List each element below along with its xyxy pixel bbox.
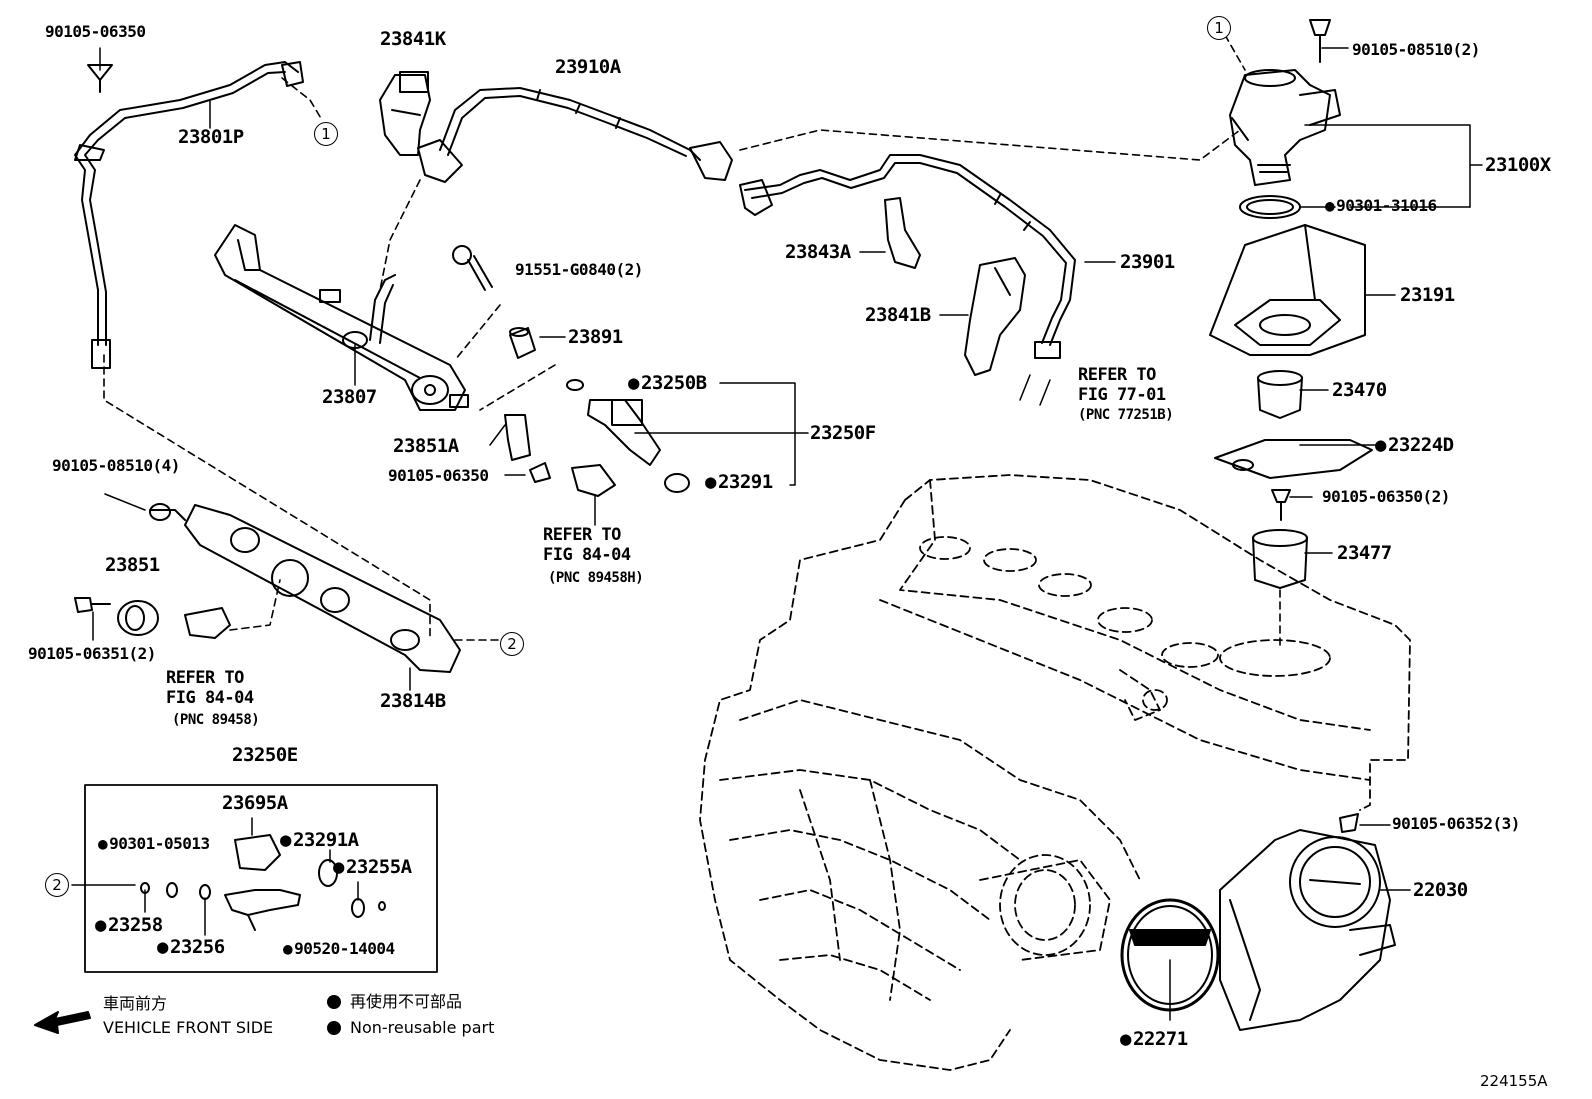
label-90105-06350-2: 90105-06350(2) bbox=[1322, 487, 1450, 506]
bracket-23851A bbox=[504, 414, 531, 461]
label-23100X: 23100X bbox=[1485, 154, 1551, 176]
label-23814B: 23814B bbox=[380, 690, 446, 712]
bolt-90105-08510-top bbox=[1309, 19, 1331, 63]
callout-2-b: 2 bbox=[45, 873, 69, 897]
callout-1-b: 1 bbox=[314, 122, 338, 146]
label-90105-06350-mid: 90105-06350 bbox=[388, 466, 489, 485]
label-90105-06351: 90105-06351(2) bbox=[28, 644, 156, 663]
refer-to-84-04-b-line2: FIG 84-04 bbox=[166, 688, 254, 708]
refer-to-77-01-line1: REFER TO bbox=[1078, 365, 1156, 385]
sleeve-23891 bbox=[509, 327, 536, 359]
refer-to-84-04-b-line1: REFER TO bbox=[166, 668, 244, 688]
vehicle-front-arrow bbox=[34, 1011, 91, 1034]
label-23851A: 23851A bbox=[393, 435, 459, 457]
wire-harness-23910A bbox=[417, 87, 733, 183]
label-90105-06350-top: 90105-06350 bbox=[45, 22, 146, 41]
label-23224D: 23224D bbox=[1375, 436, 1454, 455]
label-90301-05013: 90301-05013 bbox=[98, 836, 210, 852]
refer-to-84-04-a-pnc: (PNC 89458H) bbox=[548, 570, 644, 586]
bracket-23191 bbox=[1209, 224, 1366, 356]
label-23841B: 23841B bbox=[865, 304, 931, 326]
label-23250B: 23250B bbox=[628, 374, 707, 393]
label-90105-08510-4: 90105-08510(4) bbox=[52, 456, 180, 475]
engine-outline bbox=[699, 474, 1411, 1071]
refer-to-84-04-a-line1: REFER TO bbox=[543, 525, 621, 545]
injector-23250F bbox=[529, 379, 690, 497]
label-90520-14004: 90520-14004 bbox=[283, 941, 395, 957]
label-23250F: 23250F bbox=[810, 422, 876, 444]
label-23470: 23470 bbox=[1332, 379, 1387, 401]
label-90105-08510-2: 90105-08510(2) bbox=[1352, 40, 1480, 59]
legend-nonreuse-jp: 再使用不可部品 bbox=[350, 992, 463, 1011]
fuel-rail-23807 bbox=[214, 224, 469, 411]
label-23250E: 23250E bbox=[232, 744, 298, 766]
label-91551-G0840: 91551-G0840(2) bbox=[515, 260, 643, 279]
label-23291: 23291 bbox=[705, 473, 773, 492]
connector-23841K bbox=[379, 71, 431, 156]
label-23256: 23256 bbox=[157, 938, 225, 957]
legend-dots bbox=[327, 995, 341, 1035]
refer-to-77-01-line2: FIG 77-01 bbox=[1078, 385, 1166, 405]
label-23910A: 23910A bbox=[555, 56, 621, 78]
legend-front-en: VEHICLE FRONT SIDE bbox=[103, 1018, 274, 1037]
callout-1-a: 1 bbox=[1207, 16, 1231, 40]
fuel-pump-23100X bbox=[1229, 69, 1341, 219]
label-23841K: 23841K bbox=[380, 28, 446, 50]
label-22271: 22271 bbox=[1120, 1030, 1188, 1049]
lifter-23470 bbox=[1257, 370, 1303, 419]
refer-to-84-04-a-line2: FIG 84-04 bbox=[543, 545, 631, 565]
housing-23477 bbox=[1252, 489, 1308, 589]
sensor-23851 bbox=[74, 597, 159, 636]
gasket-22271 bbox=[1120, 898, 1220, 1012]
label-23258: 23258 bbox=[95, 916, 163, 935]
label-23891: 23891 bbox=[568, 326, 623, 348]
label-23901: 23901 bbox=[1120, 251, 1175, 273]
gasket-23224D bbox=[1214, 439, 1373, 479]
label-23191: 23191 bbox=[1400, 284, 1455, 306]
bolt-91551 bbox=[452, 245, 493, 291]
label-23695A: 23695A bbox=[222, 792, 288, 814]
connector-23841B bbox=[964, 257, 1026, 376]
legend-nonreuse-en: Non-reusable part bbox=[350, 1018, 495, 1037]
dashed-leaders bbox=[103, 34, 1281, 651]
refer-to-84-04-b-pnc: (PNC 89458) bbox=[172, 712, 260, 728]
delivery-pipe-23814B bbox=[149, 503, 461, 673]
callout-2-a: 2 bbox=[500, 632, 524, 656]
label-90105-06352: 90105-06352(3) bbox=[1392, 814, 1520, 833]
fuel-pipe-23801P bbox=[74, 61, 304, 369]
label-23291A: 23291A bbox=[280, 831, 359, 850]
label-90301-31016: 90301-31016 bbox=[1325, 198, 1437, 214]
refer-to-77-01-pnc: (PNC 77251B) bbox=[1078, 407, 1174, 423]
label-23807: 23807 bbox=[322, 386, 377, 408]
legend-front-jp: 車両前方 bbox=[103, 994, 168, 1013]
label-23843A: 23843A bbox=[785, 241, 851, 263]
label-23255A: 23255A bbox=[333, 858, 412, 877]
label-22030: 22030 bbox=[1413, 879, 1468, 901]
sensor-ref-89458 bbox=[184, 607, 231, 639]
illustration-id: 224155A bbox=[1480, 1072, 1548, 1090]
label-23477: 23477 bbox=[1337, 542, 1392, 564]
label-23801P: 23801P bbox=[178, 126, 244, 148]
label-23851: 23851 bbox=[105, 554, 160, 576]
throttle-body-22030 bbox=[1219, 813, 1396, 1031]
wire-harness-23901 bbox=[739, 154, 1076, 359]
clip-23843A bbox=[884, 197, 921, 269]
injector-kit-23250E bbox=[84, 784, 438, 973]
